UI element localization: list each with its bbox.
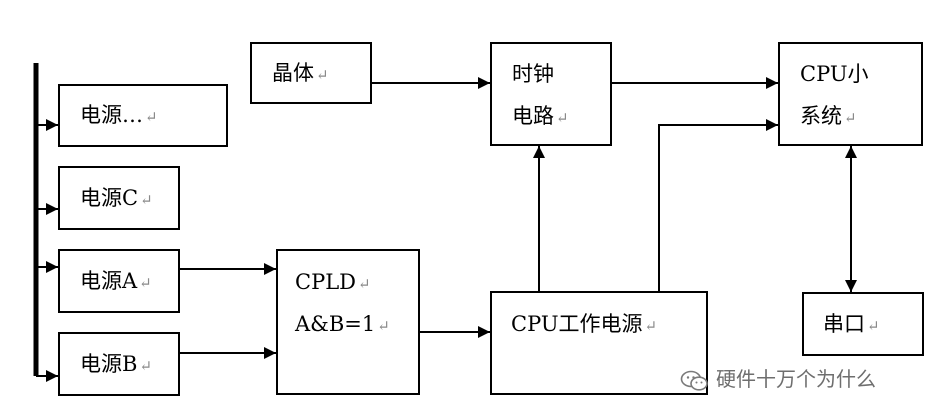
watermark: 硬件十万个为什么 <box>680 363 876 392</box>
crystal-label: 晶体↵ <box>272 61 329 85</box>
power-c-label: 电源C↵ <box>80 186 153 210</box>
serial-port-box <box>802 292 924 356</box>
power-b-label: 电源B↵ <box>80 352 153 376</box>
cpu-power-label: CPU工作电源↵ <box>511 312 658 336</box>
cpu-system-label-line1: CPU小 <box>800 62 869 86</box>
clock-circuit-box <box>490 42 612 146</box>
power-b-box <box>58 332 180 396</box>
clock-label-line1: 时钟 <box>512 62 554 86</box>
cpld-label-line1: CPLD↵ <box>295 270 371 294</box>
clock-label-line2: 电路↵ <box>512 104 569 128</box>
cpu-power-to-cpu-system-arrow <box>658 119 778 291</box>
serial-port-label: 串口↵ <box>823 312 880 336</box>
power-c-box <box>58 166 180 230</box>
cpu-system-box <box>778 42 923 146</box>
power-a-box <box>58 249 180 313</box>
power-etc-label: 电源…↵ <box>80 103 158 127</box>
crystal-box <box>250 42 372 104</box>
watermark-text: 硬件十万个为什么 <box>716 367 876 391</box>
cpld-box <box>276 249 420 395</box>
wechat-icon <box>680 370 708 391</box>
cpld-label-line2: A&B=1↵ <box>295 312 390 336</box>
cpu-power-box <box>490 291 708 395</box>
power-a-label: 电源A↵ <box>80 269 152 293</box>
cpu-system-label-line2: 系统↵ <box>800 104 857 128</box>
power-etc-box <box>58 84 228 147</box>
